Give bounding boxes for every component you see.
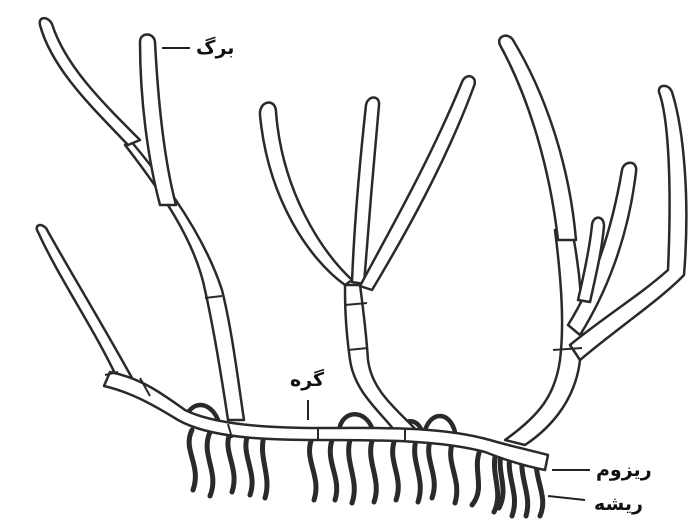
label-rhizome: ریزوم	[596, 459, 652, 481]
label-leaf: برگ	[196, 36, 234, 59]
label-root: ریشه	[594, 493, 643, 515]
label-node: گره	[290, 368, 325, 391]
root-15	[494, 452, 498, 512]
